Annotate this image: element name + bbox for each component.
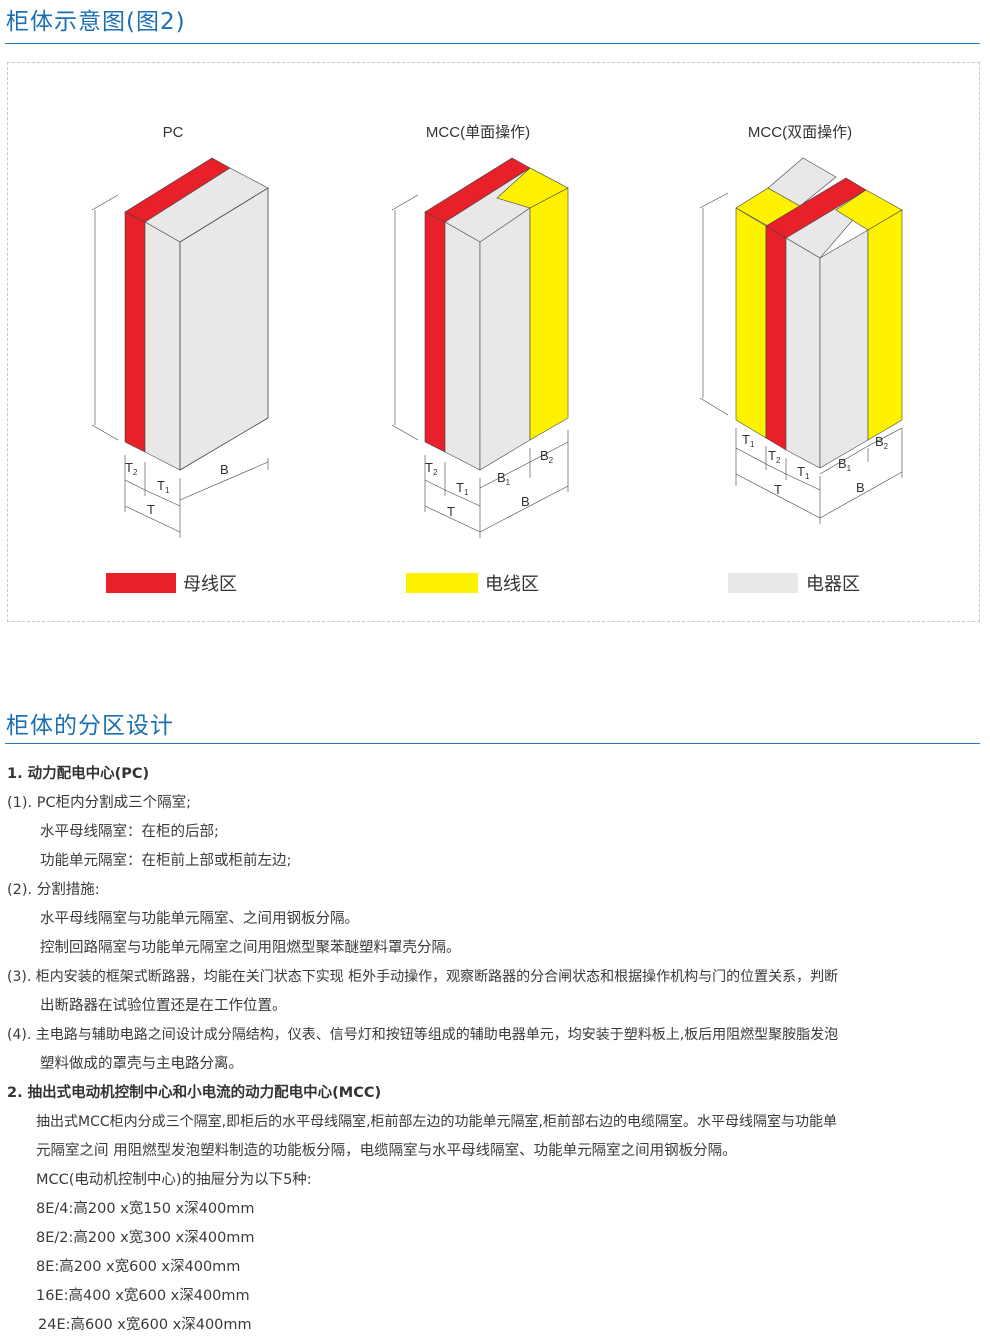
drawer-spec: 16E:高400 x宽600 x深400mm bbox=[36, 1288, 250, 1304]
pc-label-t1: T1 bbox=[157, 478, 170, 495]
text-line: 抽出式MCC柜内分成三个隔室,即柜后的水平母线隔室,柜前部左边的功能单元隔室,柜… bbox=[36, 1114, 837, 1130]
title-rule bbox=[5, 43, 980, 44]
text-line: 水平母线隔室：在柜的后部; bbox=[40, 824, 219, 840]
heading-pc: 1. 动力配电中心(PC) bbox=[7, 766, 150, 782]
mcc-double-diagram: MCC(双面操作) T1 T2 T1 T B1 B2 B bbox=[699, 124, 903, 524]
section-title-zones: 柜体的分区设计 bbox=[6, 713, 174, 739]
text-line: 控制回路隔室与功能单元隔室之间用阻燃型聚苯醚塑料罩壳分隔。 bbox=[40, 940, 461, 956]
text-line: 出断路器在试验位置还是在工作位置。 bbox=[40, 998, 287, 1014]
mcc2-label-t2: T2 bbox=[768, 448, 781, 465]
legend: 母线区 电线区 电器区 bbox=[106, 573, 860, 594]
text-line: (1). PC柜内分割成三个隔室; bbox=[7, 795, 192, 811]
drawer-spec: 8E/2:高200 x宽300 x深400mm bbox=[36, 1230, 255, 1246]
zone-description: 1. 动力配电中心(PC) (1). PC柜内分割成三个隔室; 水平母线隔室：在… bbox=[0, 760, 990, 1340]
text-line: 水平母线隔室与功能单元隔室、之间用钢板分隔。 bbox=[40, 911, 359, 927]
pc-label-t: T bbox=[147, 502, 155, 517]
mcc-double-caption: MCC(双面操作) bbox=[748, 124, 852, 141]
section-title-diagram: 柜体示意图(图2) bbox=[6, 9, 186, 35]
legend-label-busbar: 母线区 bbox=[183, 574, 237, 594]
mcc2-label-b2: B2 bbox=[875, 434, 889, 451]
cabinet-diagrams: PC T2 T1 T B MCC(单面操作) bbox=[91, 124, 903, 594]
text-line: (4). 主电路与辅助电路之间设计成分隔结构，仪表、信号灯和按钮等组成的辅助电器… bbox=[7, 1027, 839, 1043]
mcc1-label-b2: B2 bbox=[540, 448, 554, 465]
legend-swatch-cable bbox=[406, 573, 478, 593]
pc-caption: PC bbox=[163, 124, 184, 141]
mcc1-label-b1: B1 bbox=[497, 470, 511, 487]
pc-diagram: PC T2 T1 T B bbox=[91, 124, 269, 538]
legend-swatch-device bbox=[728, 573, 798, 593]
text-line: 塑料做成的罩壳与主电路分离。 bbox=[40, 1056, 243, 1072]
text-line: MCC(电动机控制中心)的抽屉分为以下5种: bbox=[36, 1172, 312, 1188]
pc-label-t2: T2 bbox=[125, 460, 138, 477]
mcc2-label-b: B bbox=[856, 480, 865, 495]
mcc1-label-b: B bbox=[521, 494, 530, 509]
drawer-spec: 24E:高600 x宽600 x深400mm bbox=[38, 1317, 252, 1333]
legend-swatch-busbar bbox=[106, 573, 176, 593]
text-line: (3). 柜内安装的框架式断路器，均能在关门状态下实现 柜外手动操作，观察断路器… bbox=[7, 969, 839, 985]
mcc2-label-t1-a: T1 bbox=[742, 432, 755, 449]
title-rule-2 bbox=[5, 743, 980, 744]
mcc2-label-t: T bbox=[774, 482, 782, 497]
drawer-spec: 8E:高200 x宽600 x深400mm bbox=[36, 1259, 241, 1275]
text-line: 元隔室之间 用阻燃型发泡塑料制造的功能板分隔，电缆隔室与水平母线隔室、功能单元隔… bbox=[36, 1143, 737, 1159]
legend-label-device: 电器区 bbox=[806, 574, 860, 594]
mcc2-label-b1: B1 bbox=[838, 456, 852, 473]
pc-label-b: B bbox=[220, 462, 229, 477]
mcc1-label-t1: T1 bbox=[456, 480, 469, 497]
mcc1-label-t: T bbox=[447, 504, 455, 519]
mcc-single-caption: MCC(单面操作) bbox=[426, 124, 530, 141]
mcc1-label-t2: T2 bbox=[425, 460, 438, 477]
legend-label-cable: 电线区 bbox=[485, 574, 539, 594]
mcc-single-diagram: MCC(单面操作) T2 T1 T B1 B2 B bbox=[391, 124, 569, 538]
text-line: (2). 分割措施: bbox=[7, 882, 100, 898]
drawer-spec: 8E/4:高200 x宽150 x深400mm bbox=[36, 1201, 255, 1217]
diagram-panel bbox=[7, 62, 980, 622]
heading-mcc: 2. 抽出式电动机控制中心和小电流的动力配电中心(MCC) bbox=[7, 1085, 382, 1101]
text-line: 功能单元隔室：在柜前上部或柜前左边; bbox=[40, 853, 292, 869]
mcc2-label-t1-b: T1 bbox=[797, 464, 810, 481]
